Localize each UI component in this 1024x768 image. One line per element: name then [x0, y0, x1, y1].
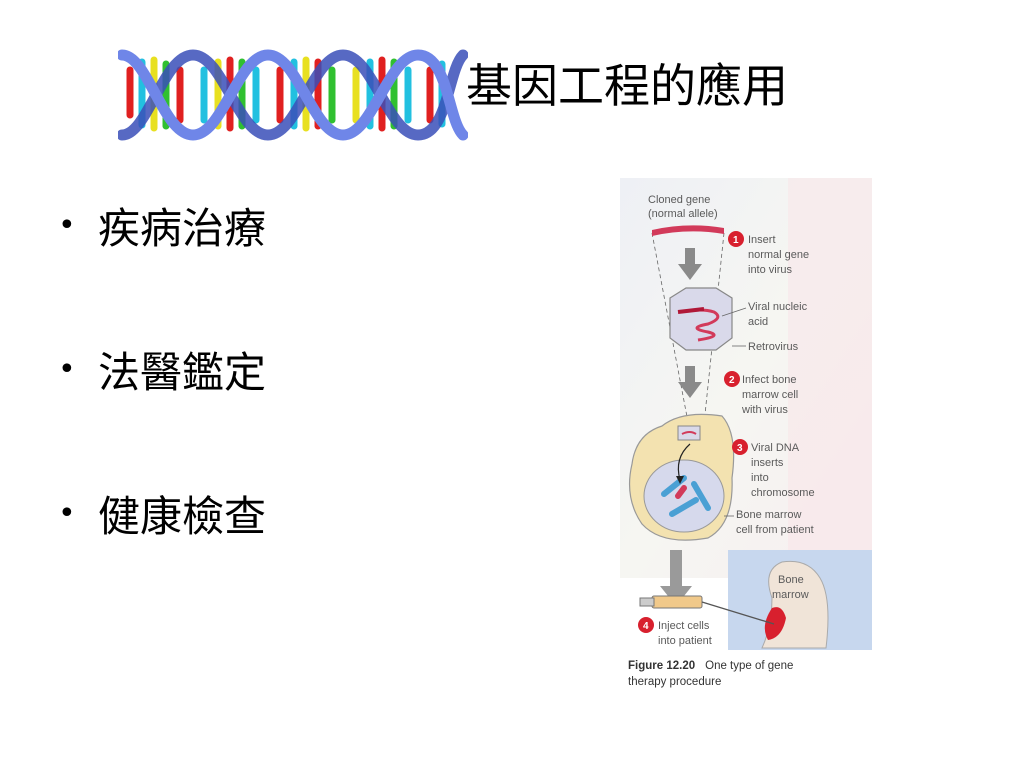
bone-marrow-label-line2: marrow	[772, 589, 809, 601]
step-1-label-line2: normal gene	[748, 249, 809, 261]
viral-nucleic-acid-pointer	[721, 307, 747, 317]
bullet-item-health-checkup: • 健康檢查	[58, 478, 266, 548]
dna-helix-image	[118, 49, 468, 141]
step-1-number: 1	[733, 235, 739, 246]
step-4-number: 4	[643, 621, 649, 632]
bullet-text: 法醫鑑定	[98, 347, 267, 397]
figure-caption-label: Figure 12.20	[628, 660, 695, 672]
step-4-label-line2: into patient	[658, 635, 712, 647]
cloned-gene-label-line2: (normal allele)	[648, 208, 718, 220]
step-2-label-line2: marrow cell	[742, 389, 798, 401]
bullet-marker: •	[58, 495, 76, 531]
bullet-item-forensic-identification: • 法醫鑑定	[58, 334, 266, 404]
bullet-list: • 疾病治療 • 法醫鑑定 • 健康檢查	[58, 190, 266, 622]
step-1-label-line1: Insert	[748, 234, 776, 246]
bullet-text: 健康檢查	[98, 491, 267, 541]
step-3-label-line3: into	[751, 472, 769, 484]
step-4-label-line1: Inject cells	[658, 620, 710, 632]
figure-background-pink-band	[788, 178, 872, 578]
gene-therapy-diagram: Cloned gene (normal allele) 1 Insert nor…	[620, 178, 872, 688]
syringe-icon	[639, 595, 775, 625]
bone-marrow-graphic	[728, 550, 872, 650]
arrow-down-icon	[678, 248, 702, 280]
step-2-label-line1: Infect bone	[742, 374, 796, 386]
slide-title: 基因工程的應用	[466, 59, 788, 113]
figure-caption: Figure 12.20 One type of gene	[628, 660, 793, 672]
step-2-number: 2	[729, 375, 735, 386]
step-3-label-line4: chromosome	[751, 487, 815, 499]
arrow-down-icon	[678, 366, 702, 398]
step-4-marker	[638, 617, 654, 633]
step-3-label-line2: inserts	[751, 457, 784, 469]
step-3-label-line1: Viral DNA	[751, 442, 800, 454]
bullet-marker: •	[58, 207, 76, 243]
bullet-text: 疾病治療	[98, 203, 267, 253]
retrovirus-graphic	[669, 287, 733, 351]
bone-marrow-cell-graphic	[628, 413, 735, 541]
cloned-gene-graphic	[652, 225, 724, 236]
step-3-number: 3	[737, 443, 743, 454]
bone-marrow-cell-label-line1: Bone marrow	[736, 509, 801, 521]
step-1-label-line3: into virus	[748, 264, 793, 276]
viral-nucleic-acid-line1: Viral nucleic	[748, 301, 808, 313]
step-1-marker	[728, 231, 744, 247]
bone-marrow-label-line1: Bone	[778, 574, 804, 586]
figure-caption-text: One type of gene	[705, 660, 793, 672]
bullet-marker: •	[58, 351, 76, 387]
figure-caption-line2: therapy procedure	[628, 676, 721, 688]
dna-strand-front	[118, 49, 468, 141]
bone-marrow-cell-label-line2: cell from patient	[736, 524, 814, 536]
step-3-marker	[732, 439, 748, 455]
cloned-gene-label-line1: Cloned gene	[648, 194, 710, 206]
viral-nucleic-acid-line2: acid	[748, 316, 768, 328]
step-2-label-line3: with virus	[741, 404, 788, 416]
step-2-marker	[724, 371, 740, 387]
bullet-item-disease-treatment: • 疾病治療	[58, 190, 266, 260]
retrovirus-label: Retrovirus	[748, 341, 799, 353]
gene-therapy-figure: Cloned gene (normal allele) 1 Insert nor…	[612, 178, 874, 688]
